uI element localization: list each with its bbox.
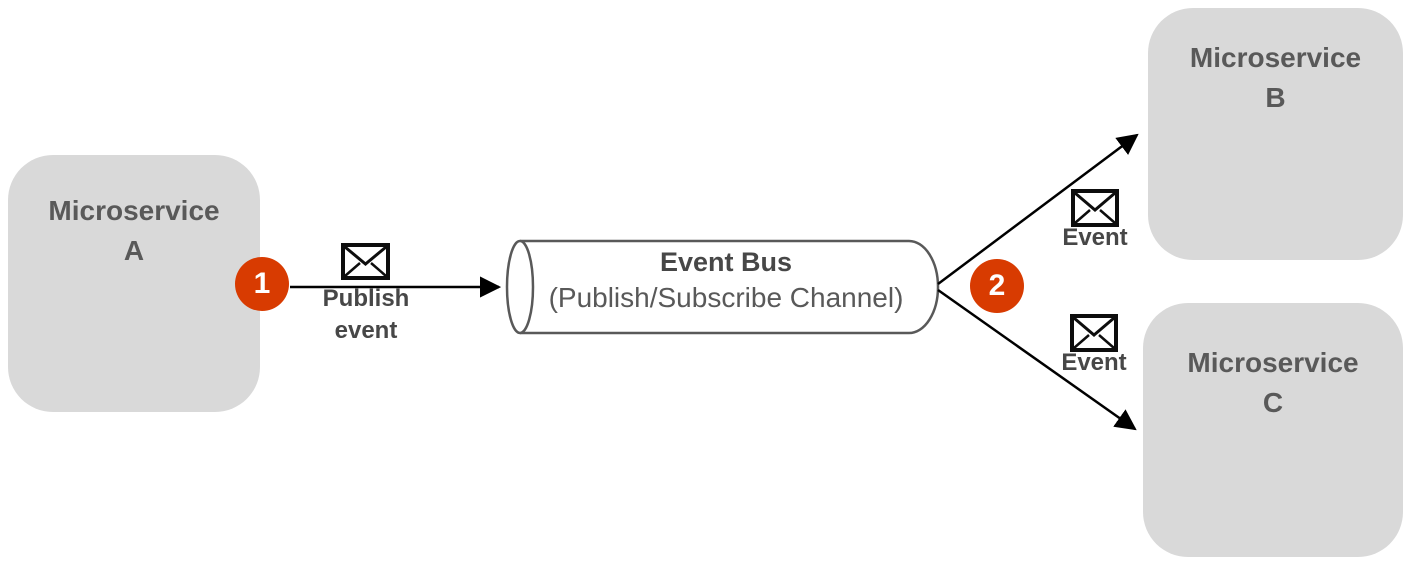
arrow-event-to-b xyxy=(937,133,1139,286)
arrow-event-to-c xyxy=(937,288,1137,431)
node-microservice-c: Microservice C xyxy=(1143,303,1403,557)
event-bus-label: Event Bus (Publish/Subscribe Channel) xyxy=(525,244,927,316)
envelope-icon xyxy=(341,243,390,280)
envelope-icon xyxy=(1070,314,1118,352)
event-bus-subtitle: (Publish/Subscribe Channel) xyxy=(548,282,904,313)
publish-event-label: Publish event xyxy=(311,283,421,347)
node-microservice-a: Microservice A xyxy=(8,155,260,412)
step-number: 2 xyxy=(988,269,1006,302)
event-label-bottom: Event xyxy=(1061,349,1127,376)
publish-event-label-line1: Publish xyxy=(322,285,410,312)
node-label-line2: A xyxy=(123,235,145,266)
node-microservice-b: Microservice B xyxy=(1148,8,1403,260)
node-label-line1: Microservice xyxy=(48,195,220,226)
event-label-top: Event xyxy=(1062,224,1128,251)
step-badge-2: 2 xyxy=(970,259,1024,313)
node-label-line2: B xyxy=(1265,82,1286,113)
step-badge-1: 1 xyxy=(235,257,289,311)
node-label-line2: C xyxy=(1262,387,1284,418)
node-label-line1: Microservice xyxy=(1189,42,1362,73)
step-number: 1 xyxy=(253,267,271,300)
node-label-line1: Microservice xyxy=(1187,347,1359,378)
event-bus-title: Event Bus xyxy=(659,247,793,277)
envelope-icon xyxy=(1071,189,1119,227)
event-bus-cylinder xyxy=(505,239,940,335)
publish-event-label-line2: event xyxy=(334,317,398,344)
